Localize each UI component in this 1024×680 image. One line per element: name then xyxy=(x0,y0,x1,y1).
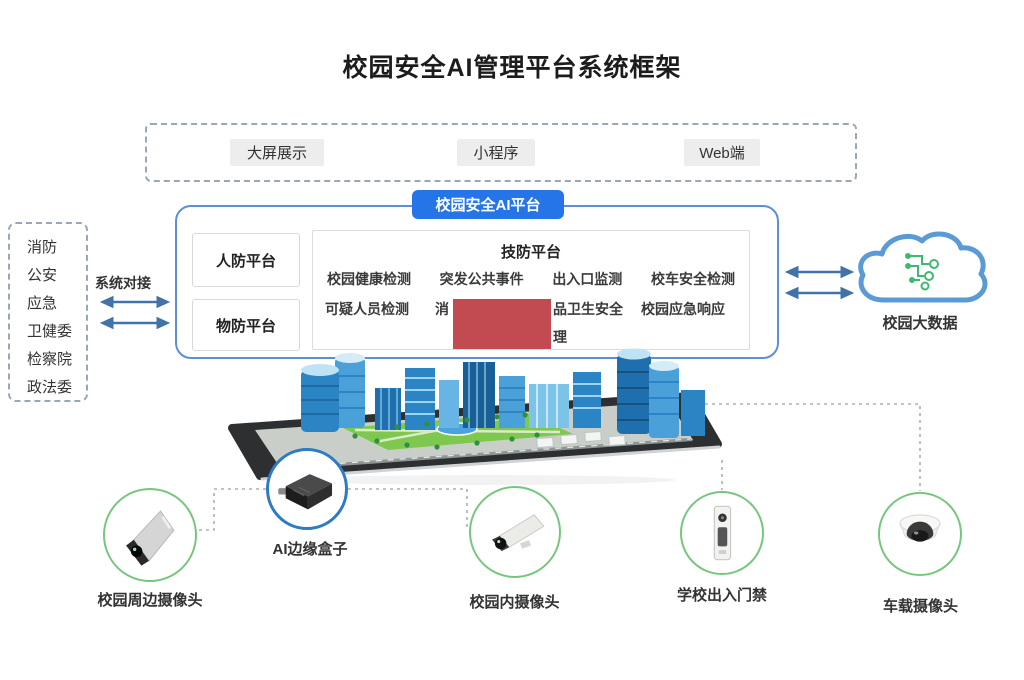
page-title: 校园安全AI管理平台系统框架 xyxy=(342,54,682,82)
city-tablet-illustration xyxy=(228,348,722,485)
platform-box: 人防平台 物防平台 技防平台 校园健康检测 突发公共事件 出入口监测 校车安全检… xyxy=(175,205,779,359)
tech-item: 校车安全检测 xyxy=(650,271,735,287)
device-label-ai-edge-box: AI边缘盒子 xyxy=(272,541,348,558)
tech-row-2: 可疑人员检测 消 品卫生安全 校园应急响应 xyxy=(313,299,749,317)
tech-item: 校园健康检测 xyxy=(327,271,411,287)
right-double-arrows xyxy=(784,265,855,300)
external-item: 公安 xyxy=(27,267,58,284)
door-access-icon xyxy=(713,505,732,561)
city-buildings xyxy=(301,348,705,438)
data-circuit-icon xyxy=(905,253,939,291)
tech-item: 校园应急响应 xyxy=(641,301,725,317)
tech-item-fragment: 消 xyxy=(435,301,449,317)
tech-platform-panel: 技防平台 校园健康检测 突发公共事件 出入口监测 校车安全检测 可疑人员检测 消… xyxy=(312,230,750,350)
device-ai-edge-box xyxy=(266,448,348,530)
external-item: 卫健委 xyxy=(27,323,73,340)
tech-item: 可疑人员检测 xyxy=(325,301,409,317)
tech-item: 出入口监测 xyxy=(552,271,623,287)
external-item: 检察院 xyxy=(27,351,73,368)
cloud-icon xyxy=(858,231,988,303)
module-renfang: 人防平台 xyxy=(192,233,300,287)
tech-item-fragment: 品卫生安全 xyxy=(553,301,623,317)
bullet-camera-icon xyxy=(492,514,545,552)
access-item-mini-program: 小程序 xyxy=(457,139,535,166)
device-label-bullet-camera: 校园内摄像头 xyxy=(469,594,560,611)
tech-item-fragment: 理 xyxy=(553,329,567,345)
tech-item: 突发公共事件 xyxy=(439,271,524,287)
tech-row-1: 校园健康检测 突发公共事件 出入口监测 校车安全检测 xyxy=(313,269,749,289)
external-systems-box: 消防 公安 应急 卫健委 检察院 政法委 xyxy=(8,222,88,402)
city-trees xyxy=(352,412,540,450)
external-item: 消防 xyxy=(27,239,58,256)
device-door-access xyxy=(680,491,764,575)
city-houses xyxy=(536,430,626,449)
system-link-label: 系统对接 xyxy=(95,275,151,291)
tech-row-3: 理 xyxy=(313,327,749,345)
module-wufang: 物防平台 xyxy=(192,299,300,351)
ai-edge-box-icon xyxy=(278,474,333,510)
cloud-label: 校园大数据 xyxy=(882,315,958,332)
device-dome-camera xyxy=(878,492,962,576)
external-item: 应急 xyxy=(27,295,58,312)
external-item: 政法委 xyxy=(27,379,73,396)
platform-badge: 校园安全AI平台 xyxy=(412,190,564,219)
tech-platform-title: 技防平台 xyxy=(500,244,561,261)
left-double-arrows xyxy=(99,295,171,330)
access-layer-box: 大屏展示 小程序 Web端 xyxy=(145,123,857,182)
perimeter-camera-icon xyxy=(126,510,175,566)
device-label-dome-camera: 车载摄像头 xyxy=(882,598,958,615)
dome-camera-icon xyxy=(899,514,941,542)
device-label-perimeter-camera: 校园周边摄像头 xyxy=(97,592,203,609)
access-item-web: Web端 xyxy=(684,139,760,166)
device-perimeter-camera xyxy=(103,488,197,582)
access-item-big-screen: 大屏展示 xyxy=(230,139,324,166)
device-bullet-camera xyxy=(469,486,561,578)
device-label-door-access: 学校出入门禁 xyxy=(676,587,767,604)
redaction-overlay xyxy=(453,299,551,349)
